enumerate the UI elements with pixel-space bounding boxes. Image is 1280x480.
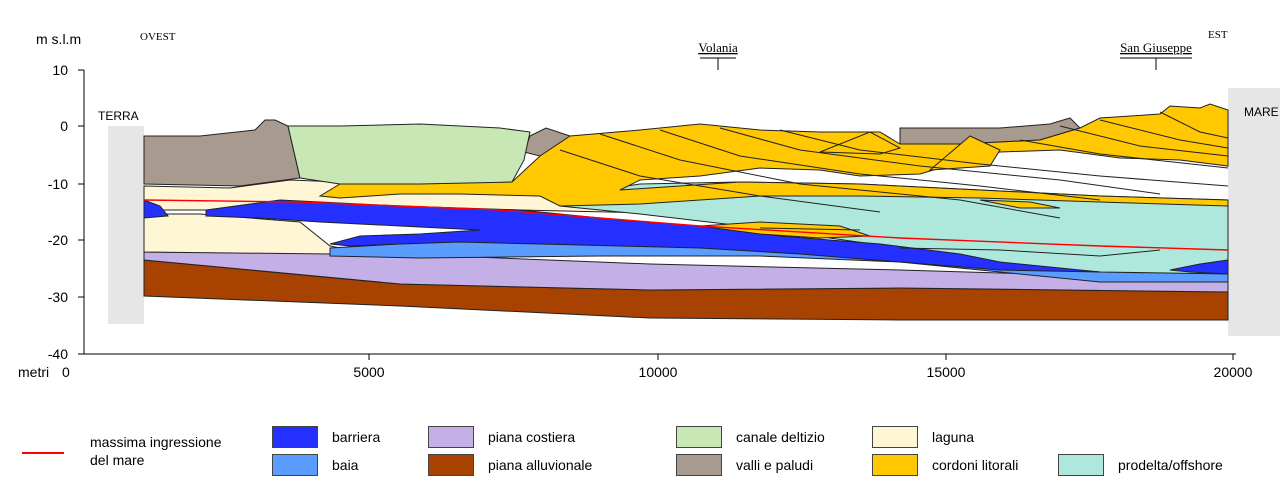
legend-swatch-baia bbox=[272, 454, 318, 476]
legend-swatch-piana-costiera bbox=[428, 426, 474, 448]
land-label: TERRA bbox=[98, 109, 139, 123]
x-tick-label: 5000 bbox=[353, 364, 384, 380]
layer-cordoni-mound-2 bbox=[928, 135, 1001, 171]
legend-line-label: massima ingressione del mare bbox=[90, 434, 222, 468]
max-ingression-line bbox=[143, 199, 1229, 251]
legend-swatch-prodelta-offshore bbox=[1058, 454, 1104, 476]
legend-label: prodelta/offshore bbox=[1118, 457, 1223, 473]
layer-cordoni-lens-2 bbox=[979, 199, 1061, 209]
legend-label: baia bbox=[332, 457, 359, 473]
legend-label: laguna bbox=[932, 429, 975, 445]
x-tick-label: 20000 bbox=[1214, 364, 1253, 380]
legend-line-item: massima ingressione del mare bbox=[22, 431, 272, 471]
direction-west-label: OVEST bbox=[140, 31, 176, 43]
y-tick-label: -10 bbox=[48, 176, 68, 192]
layer-barriera-east bbox=[1169, 259, 1229, 275]
y-tick-label: 10 bbox=[52, 62, 68, 78]
y-tick-label: -20 bbox=[48, 232, 68, 248]
legend-label: cordoni litorali bbox=[932, 457, 1019, 473]
legend-item-baia: baia bbox=[272, 454, 358, 476]
y-tick-label: -40 bbox=[48, 346, 68, 362]
legend-item-barriera: barriera bbox=[272, 426, 380, 448]
land-side-band bbox=[108, 126, 144, 324]
place-marker-volania bbox=[700, 57, 736, 70]
place-marker-san-giuseppe bbox=[1120, 57, 1192, 70]
layer-canale-deltizio bbox=[287, 123, 531, 187]
layer-barriera-west bbox=[143, 199, 169, 219]
x-tick-label: 10000 bbox=[639, 364, 678, 380]
y-tick-label: -30 bbox=[48, 289, 68, 305]
legend-swatch-laguna bbox=[872, 426, 918, 448]
layer-valli-paludi-west bbox=[143, 119, 301, 187]
legend-item-piana-costiera: piana costiera bbox=[428, 426, 575, 448]
sea-side-band bbox=[1228, 88, 1280, 336]
clinoform-lines bbox=[559, 111, 1229, 257]
y-tick-label: 0 bbox=[60, 118, 68, 134]
place-label-volania: Volania bbox=[698, 40, 738, 55]
legend-label: barriera bbox=[332, 429, 381, 445]
direction-east-label: EST bbox=[1208, 29, 1228, 41]
legend-item-cordoni-litorali: cordoni litorali bbox=[872, 454, 1018, 476]
place-label-san-giuseppe: San Giuseppe bbox=[1120, 40, 1192, 55]
sea-label: MARE bbox=[1244, 105, 1279, 119]
legend-line-swatch bbox=[22, 452, 64, 454]
legend-swatch-canale-deltizio bbox=[676, 426, 722, 448]
legend-label: piana costiera bbox=[488, 429, 576, 445]
x-tick-label: 0 bbox=[62, 364, 70, 380]
legend-swatch-piana-alluvionale bbox=[428, 454, 474, 476]
legend-item-prodelta-offshore: prodelta/offshore bbox=[1058, 454, 1223, 476]
legend-label: piana alluvionale bbox=[488, 457, 593, 473]
axis-tick-marks bbox=[78, 69, 1234, 360]
legend-item-canale-deltizio: canale deltizio bbox=[676, 426, 825, 448]
layer-piana-costiera bbox=[143, 251, 1229, 293]
legend-item-valli-paludi: valli e paludi bbox=[676, 454, 813, 476]
legend-label: valli e paludi bbox=[736, 457, 814, 473]
y-axis-title: m s.l.m bbox=[36, 31, 81, 47]
legend-swatch-valli-paludi bbox=[676, 454, 722, 476]
legend-swatch-barriera bbox=[272, 426, 318, 448]
x-tick-label: 15000 bbox=[927, 364, 966, 380]
legend-item-laguna: laguna bbox=[872, 426, 974, 448]
legend-swatch-cordoni-litorali bbox=[872, 454, 918, 476]
x-axis-title: metri bbox=[18, 364, 49, 380]
legend-label: canale deltizio bbox=[736, 429, 825, 445]
layer-cordoni-mound-1 bbox=[819, 131, 902, 155]
legend-item-piana-alluvionale: piana alluvionale bbox=[428, 454, 592, 476]
